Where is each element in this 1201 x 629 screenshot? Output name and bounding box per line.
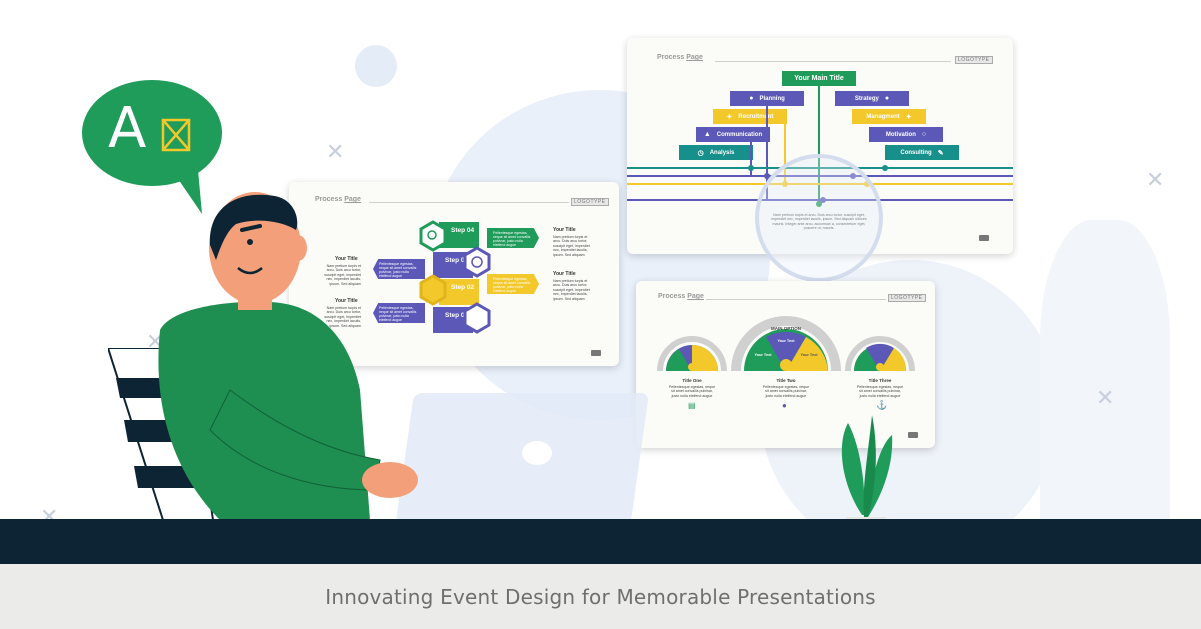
slide-header: Process Page — [657, 54, 703, 61]
translate-icon — [161, 118, 191, 152]
bubble-letter: A — [108, 96, 147, 161]
slide-gauges: Process Page LOGOTYPE MAIN OPTI — [636, 281, 935, 448]
step-text-right-1: Nam pretium turpis et arcu. Duis arcu to… — [553, 235, 590, 257]
background-blob — [1040, 220, 1170, 520]
logotype: LOGOTYPE — [955, 56, 993, 64]
person-illustration — [158, 192, 418, 520]
step-note-box: Pellentesque egestas, neque sit amet con… — [373, 259, 425, 279]
gauge-title-one: Title One — [682, 378, 702, 383]
item-consulting: Consulting✎ — [885, 145, 959, 160]
background-blob — [355, 45, 397, 87]
coins-icon-hex — [419, 274, 447, 306]
gauge-desc-one: Pellentesque egestas, neque sit amet con… — [668, 385, 716, 398]
item-recruitment: ✦Recruitment — [713, 109, 787, 124]
step-title-left-2: Your Title — [335, 298, 358, 304]
flask-icon: ▲ — [703, 131, 711, 138]
item-strategy: Strategy● — [835, 91, 909, 106]
slide-header: Process Page — [658, 293, 704, 300]
your-text-label: Your Text — [777, 339, 795, 343]
step-text-left-1: Nam pretium turpis et arcu. Duis arcu to… — [324, 264, 361, 286]
step-text-right-2: Nam pretium turpis et arcu. Duis arcu to… — [553, 279, 590, 301]
item-communication: ▲Communication — [696, 127, 770, 142]
drop-icon: ● — [884, 95, 890, 102]
step-note-box: Pellentesque egestas, neque sit amet con… — [487, 228, 539, 248]
cross-decoration-icon: ✕ — [326, 140, 345, 165]
item-motivation: Motivation○ — [869, 127, 943, 142]
gauge-title-three: Title Three — [868, 378, 892, 383]
anchor-icon: ⚓ — [876, 400, 888, 410]
divider — [715, 61, 951, 62]
logotype: LOGOTYPE — [571, 198, 609, 206]
magnifier-ring — [755, 154, 883, 282]
divider — [706, 299, 886, 300]
step-note-box: Pellentesque egestas, neque sit amet con… — [487, 274, 539, 294]
pencil-icon: ✎ — [937, 149, 944, 157]
laptop-logo — [522, 441, 552, 465]
main-option-label: MAIN OPTION — [771, 326, 801, 331]
slide-steps: Process Page LOGOTYPE Your Title Nam pre… — [289, 182, 619, 366]
speech-bubble — [82, 80, 222, 186]
lightbulb-icon: ● — [749, 95, 754, 102]
clock-icon: ◷ — [697, 149, 704, 157]
search-icon: ○ — [921, 131, 927, 138]
slide-footer-icon — [908, 432, 918, 438]
step-icons — [419, 220, 491, 334]
speech-bubble-tail — [172, 170, 202, 214]
step-note-box: Pellentesque egestas, neque sit amet con… — [373, 303, 425, 323]
lightbulb-icon: ● — [782, 401, 787, 410]
gauge-desc-two: Pellentesque egestas, neque sit amet con… — [762, 385, 810, 398]
cross-decoration-icon: ✕ — [1146, 168, 1165, 193]
slide-footer-icon — [591, 350, 601, 356]
item-managment: Managment✦ — [852, 109, 926, 124]
database-icon: ▤ — [688, 401, 696, 410]
gauge-charts — [657, 316, 915, 372]
gauge-desc-three: Pellentesque egestas, neque sit amet con… — [856, 385, 904, 398]
step-title-left-1: Your Title — [335, 256, 358, 262]
people-icon: ✦ — [905, 113, 912, 121]
step-title-right-2: Your Title — [553, 271, 576, 277]
your-text-label: Your Text — [754, 353, 772, 357]
money-icon-hex — [463, 302, 491, 334]
cross-decoration-icon: ✕ — [1096, 386, 1115, 411]
step-title-right-1: Your Title — [553, 227, 576, 233]
gauge-title-two: Title Two — [776, 378, 796, 383]
caption-bar: Innovating Event Design for Memorable Pr… — [0, 564, 1201, 629]
handshake-icon: ✦ — [726, 113, 733, 121]
logotype: LOGOTYPE — [888, 294, 926, 302]
main-title-box: Your Main Title — [782, 71, 856, 86]
search-icon-hex — [419, 220, 447, 252]
caption-text: Innovating Event Design for Memorable Pr… — [325, 584, 876, 609]
desk — [0, 519, 1201, 564]
step-text-left-2: Nam pretium turpis et arcu. Duis arcu to… — [324, 306, 361, 328]
item-planning: ●Planning — [730, 91, 804, 106]
slide-header: Process Page — [315, 196, 361, 203]
item-analysis: ◷Analysis — [679, 145, 753, 160]
slide-footer-icon — [979, 235, 989, 241]
clock-icon-hex — [463, 246, 491, 278]
divider — [369, 202, 569, 203]
your-text-label: Your Text — [800, 353, 818, 357]
